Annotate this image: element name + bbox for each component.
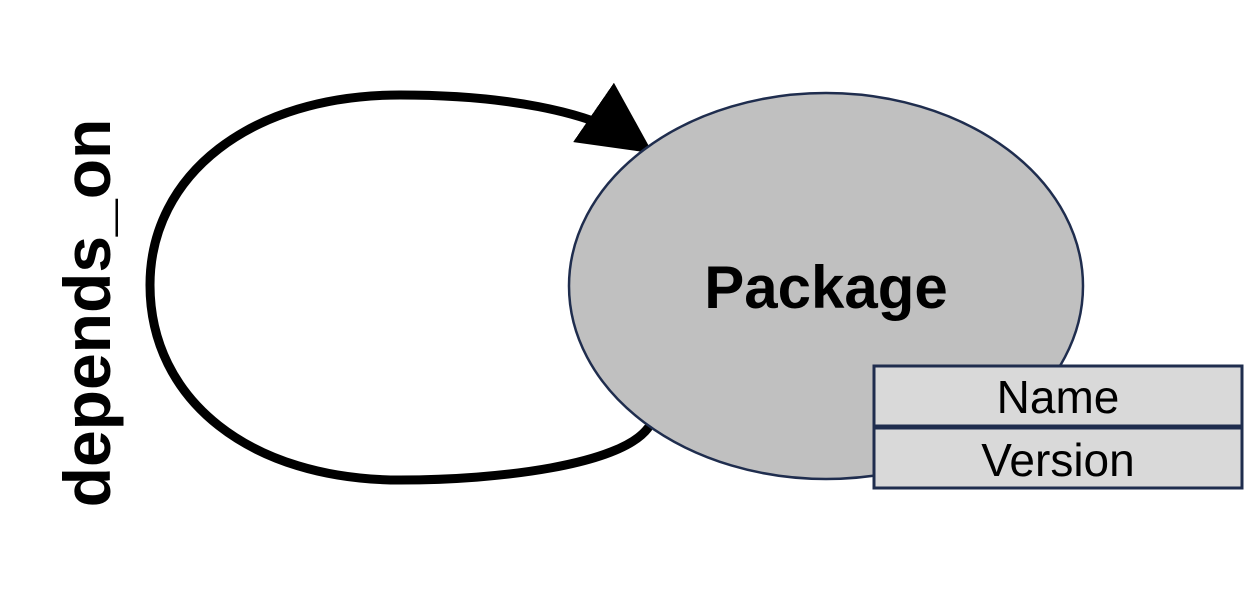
attribute-box-name <box>872 364 1244 428</box>
attribute-box-version <box>872 426 1244 490</box>
depends-on-loop-arrow <box>145 82 653 485</box>
attribute-label-version: Version <box>981 434 1134 486</box>
entity-label: Package <box>704 254 948 321</box>
attribute-list: Name Version <box>872 364 1244 490</box>
attribute-label-name: Name <box>997 371 1120 423</box>
relationship-label: depends_on <box>50 119 124 508</box>
